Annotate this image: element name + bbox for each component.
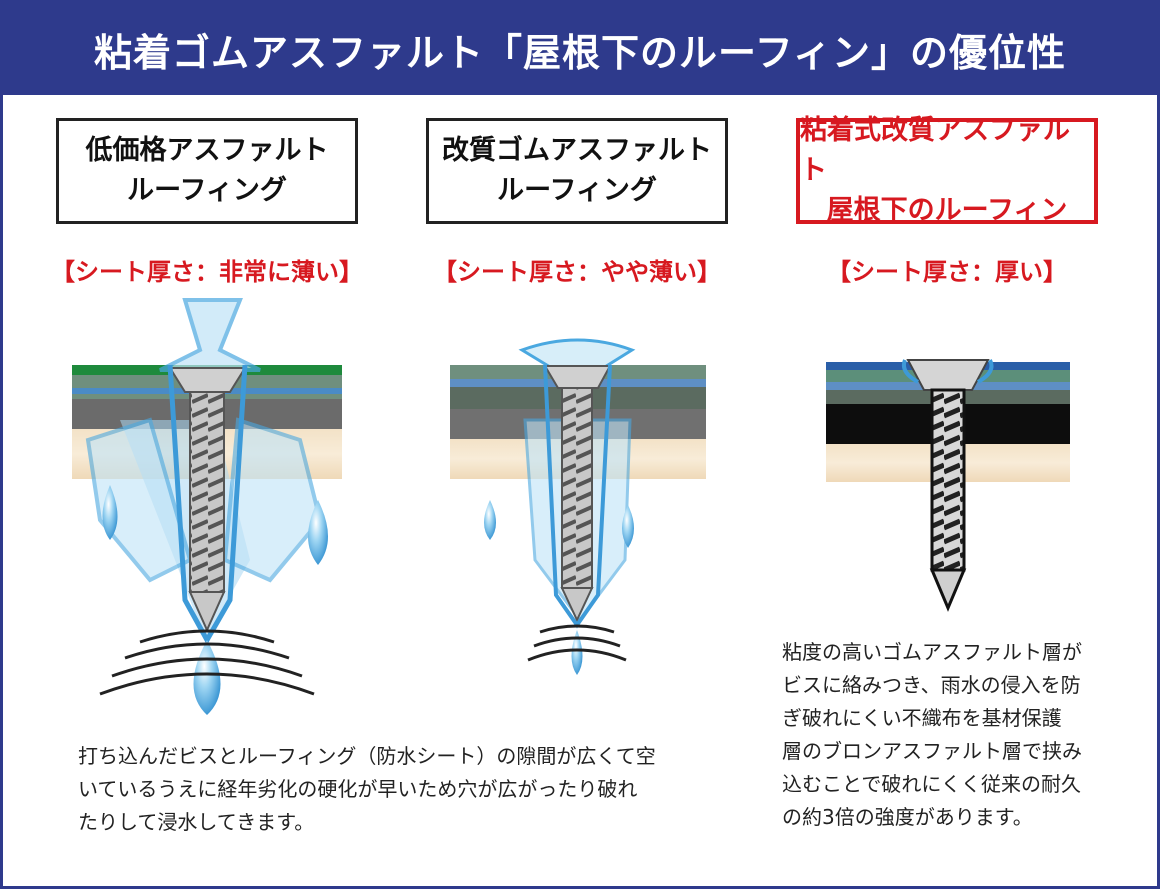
description-line: 込むことで破れにくく従来の耐久 (782, 768, 1132, 801)
modified-illustration (450, 340, 706, 675)
description-line: ぎ破れにくい不織布を基材保護 (782, 702, 1132, 735)
description-line: 打ち込んだビスとルーフィング（防水シート）の隙間が広くて空 (78, 740, 738, 773)
description-line: いているうえに経年劣化の硬化が早いため穴が広がったり破れ (78, 773, 738, 806)
description-line: の約3倍の強度があります。 (782, 801, 1132, 834)
description-line: 層のブロンアスファルト層で挟み (782, 735, 1132, 768)
description-line: ビスに絡みつき、雨水の侵入を防 (782, 669, 1132, 702)
description-line: 粘度の高いゴムアスファルト層が (782, 636, 1132, 669)
description-right: 粘度の高いゴムアスファルト層が ビスに絡みつき、雨水の侵入を防 ぎ破れにくい不織… (782, 636, 1132, 834)
low-price-illustration (72, 300, 342, 715)
description-line: たりして浸水してきます。 (78, 806, 738, 839)
adhesive-illustration (826, 360, 1070, 608)
description-left: 打ち込んだビスとルーフィング（防水シート）の隙間が広くて空 いているうえに経年劣… (78, 740, 738, 839)
